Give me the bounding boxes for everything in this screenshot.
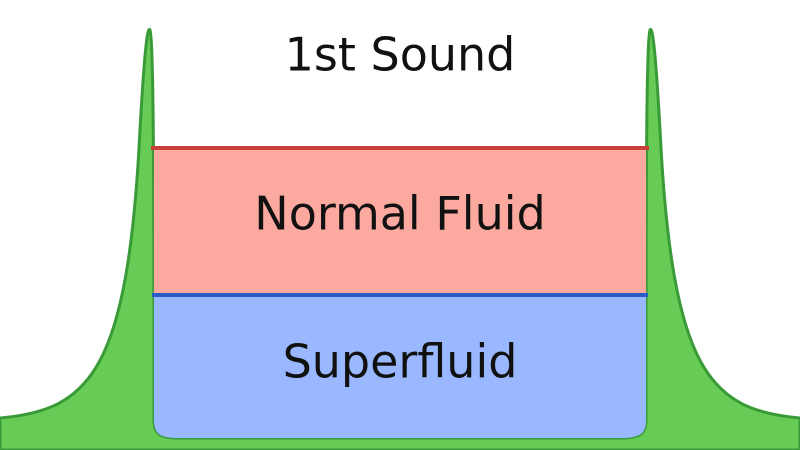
superfluid-layer (154, 295, 646, 438)
label-normal-fluid: Normal Fluid (254, 187, 545, 241)
normal-fluid-layer (154, 148, 646, 296)
label-1st-sound: 1st Sound (285, 28, 516, 82)
label-superfluid: Superfluid (283, 335, 518, 389)
container-shape (0, 27, 800, 450)
